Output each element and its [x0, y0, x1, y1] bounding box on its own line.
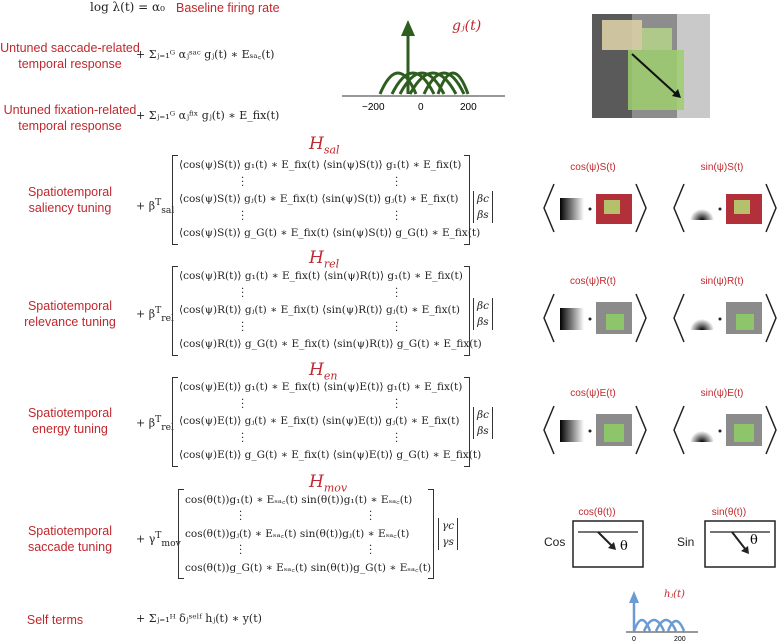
saccade-coef: + γTmov — [136, 530, 181, 549]
saccade-row-1: cos(θ(t))g₁(t) ∗ Eₛₐ꜀(t) sin(θ(t))g₁(t) … — [185, 494, 413, 506]
saccade-sin-diagram: θ — [704, 520, 776, 568]
saliency-row-1: ⟨cos(ψ)S(t)⟩ g₁(t) ∗ E_fix(t) ⟨sin(ψ)S(t… — [179, 159, 462, 171]
relevance-matrix: ⟨cos(ψ)R(t)⟩ g₁(t) ∗ E_fix(t) ⟨sin(ψ)R(t… — [172, 266, 482, 356]
saccade-row-G: cos(θ(t))g_G(t) ∗ Eₛₐ꜀(t) sin(θ(t))g_G(t… — [185, 562, 432, 574]
scene-photo — [592, 14, 710, 118]
H-rel-title: Hrel — [309, 248, 340, 271]
saliency-row-j: ⟨cos(ψ)S(t)⟩ gⱼ(t) ∗ E_fix(t) ⟨sin(ψ)S(t… — [179, 193, 459, 205]
hj-basis-plot: 0 200 hⱼ(t) — [626, 589, 698, 641]
k-sal-cos-label: cos(ψ)S(t) — [570, 162, 616, 173]
saliency-row-G: ⟨cos(ψ)S(t)⟩ g_G(t) ∗ E_fix(t) ⟨sin(ψ)S(… — [179, 227, 481, 239]
energy-row-j: ⟨cos(ψ)E(t)⟩ gⱼ(t) ∗ E_fix(t) ⟨sin(ψ)E(t… — [179, 415, 460, 427]
hj-tick-200: 200 — [674, 636, 686, 641]
k-en-sin — [673, 405, 777, 455]
k-mov-sin-label: sin(θ(t)) — [711, 507, 747, 518]
gj-title: gⱼ(t) — [452, 18, 481, 34]
H-en-title: Hen — [309, 360, 338, 383]
H-mov-title: Hmov — [309, 472, 348, 495]
relevance-row-1: ⟨cos(ψ)R(t)⟩ g₁(t) ∗ E_fix(t) ⟨sin(ψ)R(t… — [179, 270, 463, 282]
cos-theta: θ — [620, 539, 628, 554]
k-mov-cos-label: cos(θ(t)) — [578, 507, 616, 518]
k-en-sin-label: sin(ψ)E(t) — [700, 388, 744, 399]
k-rel-cos — [543, 293, 647, 343]
cos-label: Cos — [544, 535, 566, 549]
untuned-saccade-equation: + Σⱼ₌₁ᴳ αⱼˢᵃᶜ gⱼ(t) ∗ Eₛₐ꜀(t) — [136, 48, 275, 61]
saccade-cos-diagram: θ — [572, 520, 644, 568]
k-rel-sin-label: sin(ψ)R(t) — [700, 276, 744, 287]
k-rel-sin — [673, 293, 777, 343]
k-sal-sin-label: sin(ψ)S(t) — [700, 162, 744, 173]
sin-theta: θ — [750, 533, 758, 548]
H-sal-title: Hsal — [309, 134, 340, 157]
relevance-row-j: ⟨cos(ψ)R(t)⟩ gⱼ(t) ∗ E_fix(t) ⟨sin(ψ)R(t… — [179, 304, 460, 316]
k-en-cos — [543, 405, 647, 455]
gj-basis-plot: −200 0 200 gⱼ(t) — [342, 18, 505, 113]
untuned-fixation-equation: + Σⱼ₌₁ᴳ αⱼᶠⁱˣ gⱼ(t) ∗ E_fix(t) — [136, 109, 280, 122]
k-sal-cos — [543, 183, 647, 233]
k-en-cos-label: cos(ψ)E(t) — [570, 388, 616, 399]
gj-tick-left: −200 — [362, 102, 385, 113]
k-sal-sin — [673, 183, 777, 233]
k-rel-cos-label: cos(ψ)R(t) — [569, 276, 616, 287]
relevance-coef: + βTrel — [136, 305, 174, 324]
self-terms-equation: + Σⱼ₌₁ᴴ δⱼˢᵉˡᶠ hⱼ(t) ∗ y(t) — [136, 612, 262, 625]
saliency-coef: + βTsal — [136, 197, 175, 216]
gj-tick-mid: 0 — [418, 102, 424, 113]
saccade-row-j: cos(θ(t))gⱼ(t) ∗ Eₛₐ꜀(t) sin(θ(t))gⱼ(t) … — [185, 528, 410, 540]
baseline-label: Baseline firing rate — [176, 1, 280, 15]
saliency-matrix: ⟨cos(ψ)S(t)⟩ g₁(t) ∗ E_fix(t) ⟨sin(ψ)S(t… — [172, 155, 480, 245]
saccade-matrix: cos(θ(t))g₁(t) ∗ Eₛₐ꜀(t) sin(θ(t))g₁(t) … — [178, 489, 434, 579]
hj-tick-0: 0 — [632, 636, 636, 641]
sin-label: Sin — [677, 535, 695, 549]
baseline-equation: log λ(t) = α₀ — [90, 0, 165, 14]
energy-matrix: ⟨cos(ψ)E(t)⟩ g₁(t) ∗ E_fix(t) ⟨sin(ψ)E(t… — [172, 377, 481, 467]
self-terms-label: Self terms — [26, 613, 84, 627]
gj-tick-right: 200 — [460, 102, 477, 113]
energy-coef: + βTrel — [136, 414, 174, 433]
relevance-row-G: ⟨cos(ψ)R(t)⟩ g_G(t) ∗ E_fix(t) ⟨sin(ψ)R(… — [179, 338, 482, 350]
energy-row-G: ⟨cos(ψ)E(t)⟩ g_G(t) ∗ E_fix(t) ⟨sin(ψ)E(… — [179, 449, 482, 461]
hj-title: hⱼ(t) — [664, 589, 685, 600]
energy-row-1: ⟨cos(ψ)E(t)⟩ g₁(t) ∗ E_fix(t) ⟨sin(ψ)E(t… — [179, 381, 463, 393]
